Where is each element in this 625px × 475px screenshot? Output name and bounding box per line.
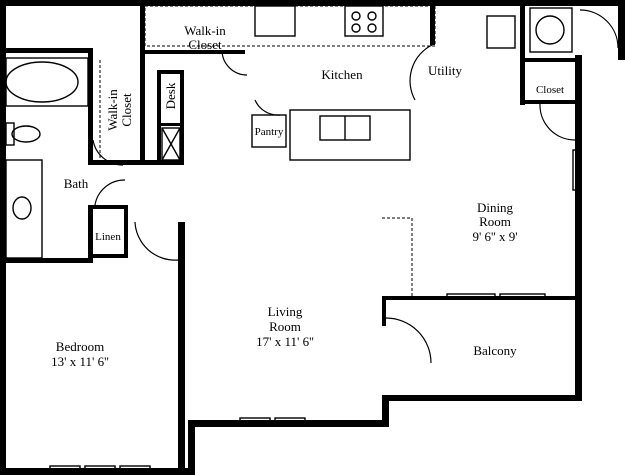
door-closet	[539, 103, 576, 141]
interior-walls	[0, 0, 582, 472]
fixtures	[5, 5, 573, 296]
desk-label: Desk	[163, 82, 178, 109]
toilet-icon	[11, 125, 41, 143]
doors	[92, 9, 619, 364]
sink-icon	[12, 196, 32, 220]
stove-icon	[344, 5, 384, 37]
utility-label: Utility	[428, 63, 462, 78]
walkin-closet-top-line2: Closet	[188, 37, 222, 52]
kitchen-label: Kitchen	[321, 67, 363, 82]
dining-line1: Dining	[477, 200, 514, 215]
living-dims: 17' x 11' 6''	[256, 334, 314, 349]
washer-icon	[486, 15, 516, 49]
linen-label: Linen	[95, 231, 121, 243]
bedroom-label: Bedroom	[56, 339, 104, 354]
door-walkin-top	[221, 49, 248, 76]
balcony-label: Balcony	[473, 343, 517, 358]
living-line2: Room	[269, 319, 301, 334]
walkin-closet-side-line2: Closet	[119, 93, 134, 127]
door-walkin-side	[92, 139, 124, 166]
dining-dims: 9' 6'' x 9'	[472, 229, 517, 244]
windows	[49, 149, 579, 472]
bath-label: Bath	[64, 176, 89, 191]
door-bedroom	[134, 221, 179, 261]
bathtub-icon	[5, 61, 79, 103]
pantry-label: Pantry	[255, 126, 284, 138]
room-labels: Walk-in Closet Kitchen Utility Closet De…	[51, 23, 564, 369]
living-line1: Living	[268, 304, 303, 319]
door-bath	[94, 179, 126, 206]
walkin-closet-top-line1: Walk-in	[184, 23, 226, 38]
door-pantry	[254, 99, 281, 116]
walkin-closet-side-line1: Walk-in	[105, 89, 120, 131]
bedroom-dims: 13' x 11' 6''	[51, 354, 109, 369]
fridge-icon	[254, 5, 296, 37]
door-balcony	[385, 317, 432, 364]
door-entry	[579, 9, 619, 49]
closet-label: Closet	[536, 84, 564, 96]
door-utility	[409, 44, 433, 101]
dryer-icon	[535, 15, 565, 45]
dining-line2: Room	[479, 214, 511, 229]
